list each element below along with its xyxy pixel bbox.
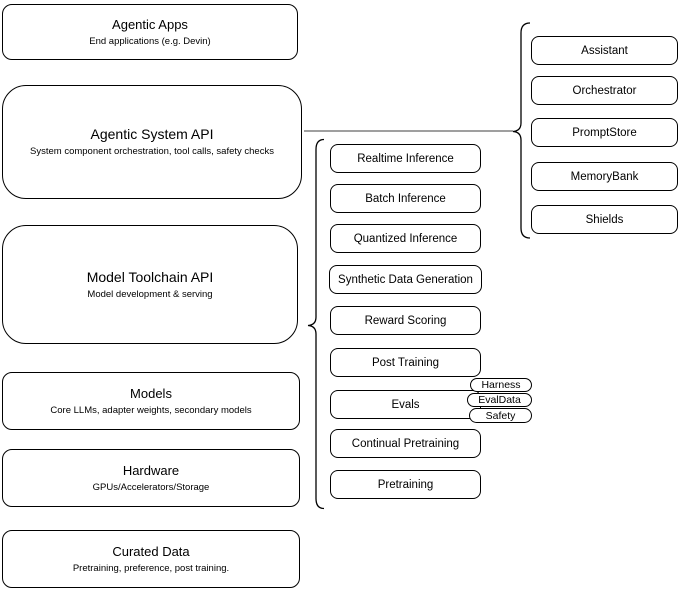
node-label: Reward Scoring	[364, 314, 447, 327]
node-label: Shields	[585, 213, 624, 226]
node-memorybank: MemoryBank	[531, 162, 678, 191]
node-title: Agentic System API	[90, 126, 214, 142]
node-title: Model Toolchain API	[86, 268, 214, 285]
node-label: Post Training	[371, 356, 440, 369]
node-label: Quantized Inference	[353, 232, 458, 245]
node-reward-scoring: Reward Scoring	[330, 306, 481, 335]
node-quantized-inference: Quantized Inference	[330, 224, 481, 253]
node-subtitle: GPUs/Accelerators/Storage	[92, 481, 210, 493]
node-subtitle: Core LLMs, adapter weights, secondary mo…	[50, 404, 252, 416]
node-subtitle: Model development & serving	[87, 288, 213, 300]
node-label: Orchestrator	[572, 84, 637, 97]
node-title: Agentic Apps	[112, 16, 188, 32]
node-label: Evals	[391, 398, 420, 411]
node-title: Curated Data	[112, 543, 190, 559]
node-agentic-system-api: Agentic System API System component orch…	[2, 85, 302, 199]
node-subtitle: End applications (e.g. Devin)	[89, 35, 211, 47]
node-post-training: Post Training	[330, 348, 481, 377]
node-model-toolchain-api: Model Toolchain API Model development & …	[2, 225, 298, 344]
node-assistant: Assistant	[531, 36, 678, 65]
node-subtitle: System component orchestration, tool cal…	[30, 146, 274, 157]
node-label: Synthetic Data Generation	[338, 273, 473, 286]
toolchain-brace	[307, 138, 325, 510]
node-title: Hardware	[122, 462, 180, 478]
components-brace	[512, 22, 531, 239]
pill-label: Safety	[485, 409, 516, 422]
node-title: Models	[130, 385, 172, 401]
node-pretraining: Pretraining	[330, 470, 481, 499]
pill-label: Harness	[481, 379, 521, 391]
pill-label: EvalData	[478, 394, 521, 406]
node-batch-inference: Batch Inference	[330, 184, 481, 213]
node-label: Realtime Inference	[357, 152, 454, 165]
node-label: Continual Pretraining	[351, 437, 460, 450]
node-promptstore: PromptStore	[531, 118, 678, 147]
node-hardware: Hardware GPUs/Accelerators/Storage	[2, 449, 300, 507]
node-subtitle: Pretraining, preference, post training.	[72, 562, 230, 574]
node-curated-data: Curated Data Pretraining, preference, po…	[2, 530, 300, 588]
node-label: Pretraining	[377, 478, 434, 491]
pill-safety: Safety	[469, 408, 532, 423]
node-label: PromptStore	[572, 126, 637, 139]
node-label: Assistant	[581, 44, 628, 57]
node-evals: Evals	[330, 390, 481, 419]
node-label: Batch Inference	[365, 192, 446, 205]
node-label: MemoryBank	[570, 170, 639, 183]
node-synthetic-data-generation: Synthetic Data Generation	[329, 265, 482, 294]
node-shields: Shields	[531, 205, 678, 234]
node-orchestrator: Orchestrator	[531, 76, 678, 105]
pill-harness: Harness	[470, 378, 532, 392]
node-continual-pretraining: Continual Pretraining	[330, 429, 481, 458]
node-realtime-inference: Realtime Inference	[330, 144, 481, 173]
pill-evaldata: EvalData	[467, 393, 532, 407]
node-models: Models Core LLMs, adapter weights, secon…	[2, 372, 300, 430]
node-agentic-apps: Agentic Apps End applications (e.g. Devi…	[2, 4, 298, 60]
